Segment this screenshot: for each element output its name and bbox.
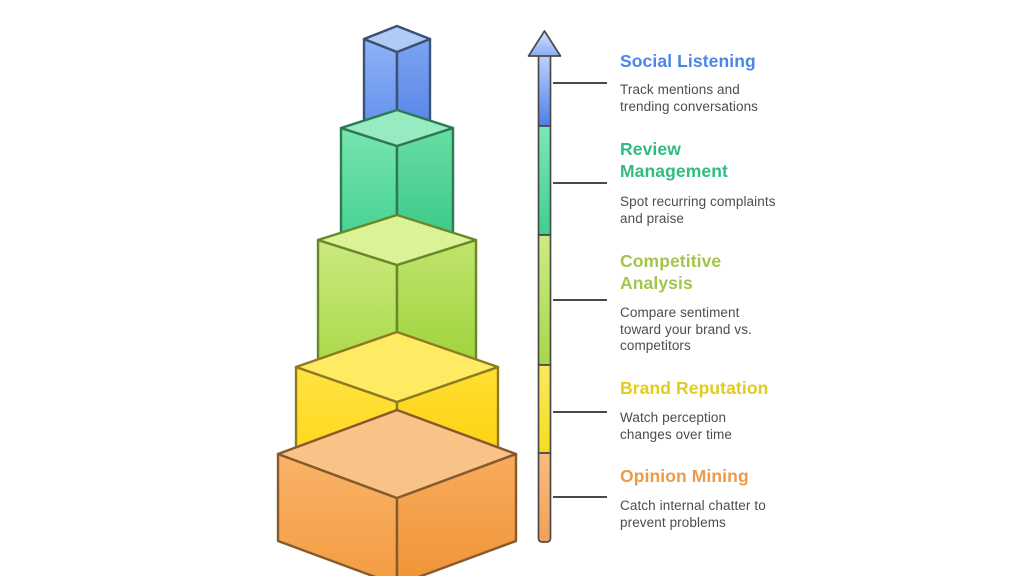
- scale-segment-competitive-analysis: [537, 234, 552, 366]
- level-description-competitive-analysis: Compare sentiment toward your brand vs. …: [620, 305, 752, 353]
- level-description-review-management: Spot recurring complaints and praise: [620, 194, 776, 226]
- level-title-social-listening: Social Listening: [620, 51, 756, 71]
- block-top-face: [276, 408, 518, 500]
- level-title-review-management: Review Management: [620, 139, 728, 181]
- up-arrow-icon: [527, 30, 562, 57]
- scale-bar: [527, 30, 562, 543]
- connector-lines: [553, 82, 607, 498]
- level-description-social-listening: Track mentions and trending conversation…: [620, 82, 759, 114]
- scale-segment-opinion-mining: [537, 452, 552, 543]
- level-title-competitive-analysis: Competitive Analysis: [620, 251, 722, 293]
- level-description-brand-reputation: Watch perception changes over time: [620, 410, 733, 442]
- scale-segment-brand-reputation: [537, 364, 552, 454]
- level-title-opinion-mining: Opinion Mining: [620, 466, 749, 486]
- block-top-face: [362, 24, 432, 54]
- block-top-face: [339, 108, 455, 148]
- pyramid-block-opinion-mining: [276, 408, 518, 576]
- block-top-face: [294, 330, 500, 404]
- block-top-face: [316, 213, 478, 267]
- level-title-brand-reputation: Brand Reputation: [620, 378, 769, 398]
- scale-segment-review-management: [537, 125, 552, 236]
- scale-segment-social-listening: [537, 51, 552, 127]
- level-description-opinion-mining: Catch internal chatter to prevent proble…: [620, 498, 766, 530]
